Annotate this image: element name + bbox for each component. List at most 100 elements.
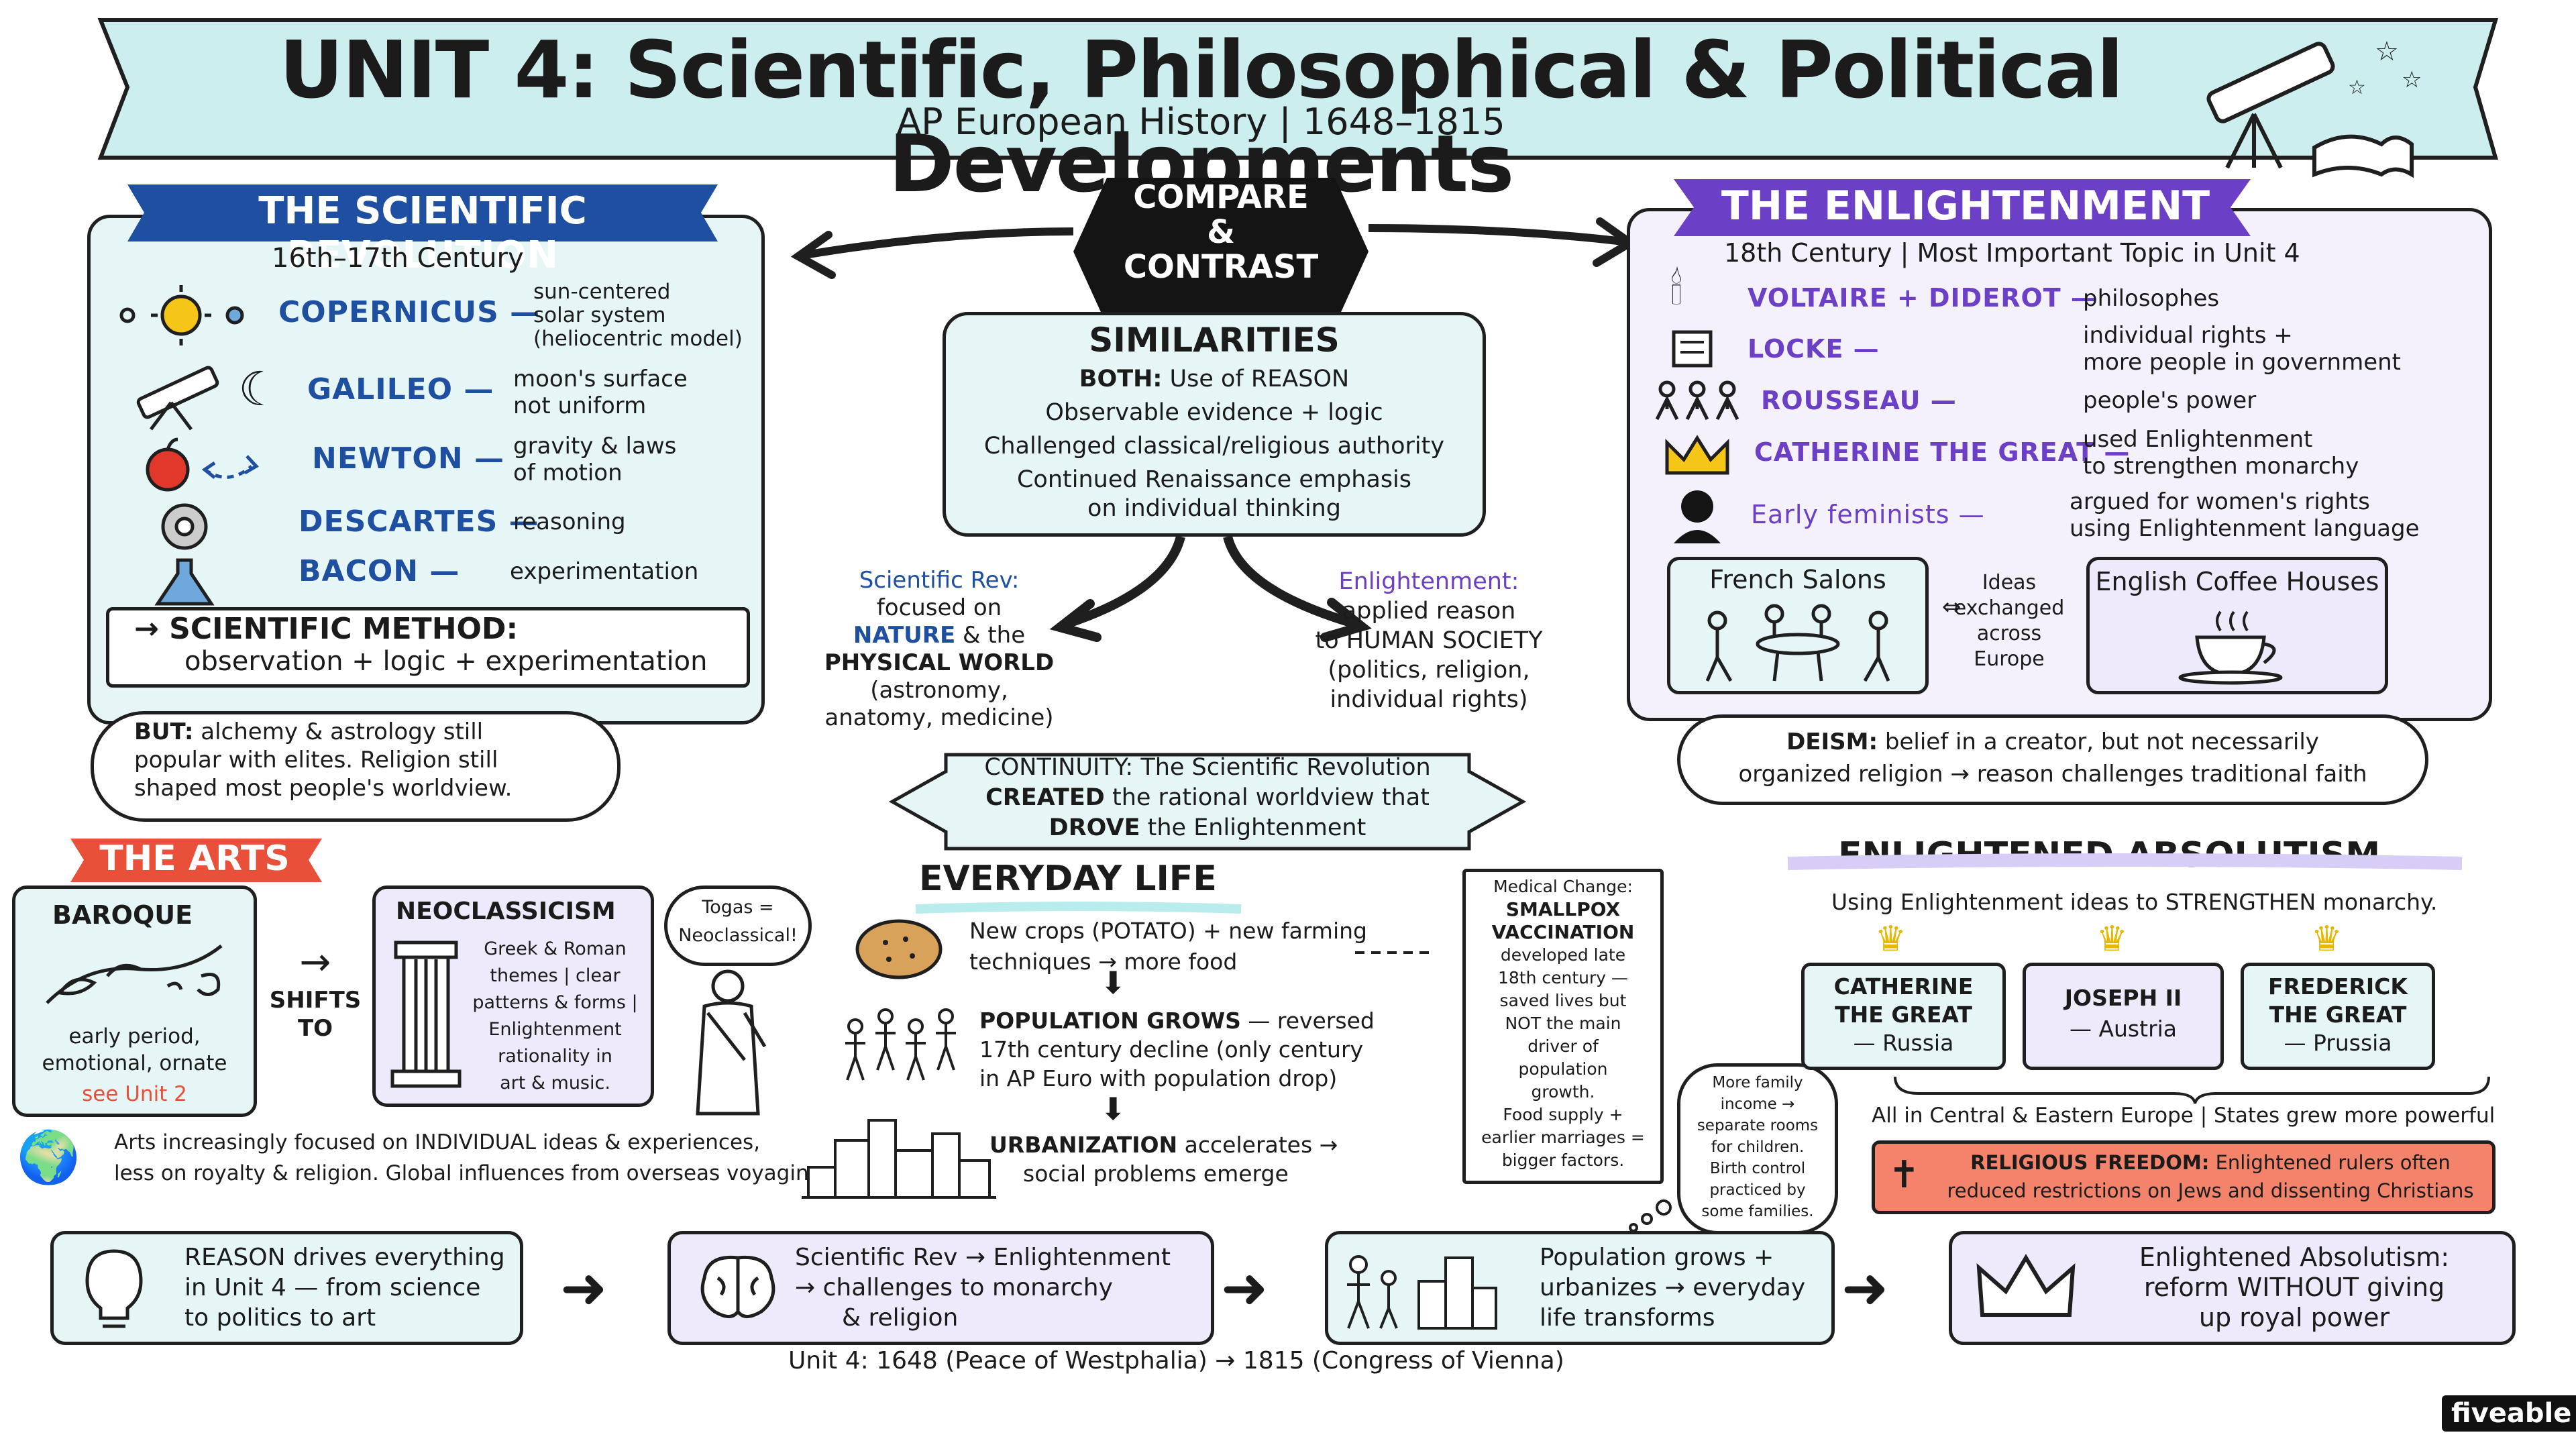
everyday-title: EVERYDAY LIFE	[919, 859, 1217, 899]
catherine-name: CATHERINE THE GREAT —	[1754, 437, 2131, 467]
family-text: More family income → separate rooms for …	[1697, 1074, 1819, 1220]
globe-icon: 🌍	[17, 1127, 80, 1187]
ruler-catherine-box	[1801, 963, 2006, 1070]
telescope-icon	[136, 366, 219, 431]
scirev-focus: Scientific Rev: focused on NATURE & the …	[824, 567, 1055, 731]
toga-figure-icon	[696, 969, 767, 1116]
page-subtitle: AP European History | 1648–1815	[896, 101, 1505, 143]
ruler-frederick-text: FREDERICK THE GREAT — Prussia	[2268, 973, 2408, 1056]
coffee-box	[2086, 557, 2388, 694]
family-city-icon	[1347, 1255, 1497, 1330]
rulers-bracket	[1894, 1076, 2490, 1104]
baroque-title: BAROQUE	[52, 900, 193, 930]
flow-absolutism-text: Enlightened Absolutism: reform WITHOUT g…	[2139, 1242, 2450, 1332]
thought-bubbles	[1629, 1199, 1672, 1232]
flow-scirev-text: Scientific Rev → Enlightenment → challen…	[795, 1244, 1171, 1332]
newton-name: NEWTON —	[312, 441, 504, 476]
apple-icon	[146, 437, 259, 492]
population-text: POPULATION GROWS — reversed 17th century…	[979, 1008, 1375, 1091]
cross-icon: ✝	[1888, 1153, 1920, 1197]
timeline-caption: Unit 4: 1648 (Peace of Westphalia) → 181…	[788, 1347, 1564, 1375]
enl-ribbon	[1674, 179, 2251, 236]
flow-population-text: Population grows + urbanizes → everyday …	[1540, 1244, 1806, 1332]
rousseau-name: ROUSSEAU —	[1761, 386, 1957, 415]
page-title: UNIT 4: Scientific, Philosophical & Poli…	[279, 23, 2123, 210]
but-note: BUT: alchemy & astrology still popular w…	[134, 718, 513, 802]
rousseau-desc: people's power	[2083, 387, 2257, 414]
absolutism-subtitle: Using Enlightenment ideas to STRENGTHEN …	[1831, 889, 2438, 915]
sun-icon	[119, 285, 244, 345]
galileo-desc: moon's surface not uniform	[513, 366, 688, 419]
population-icon	[845, 1008, 956, 1081]
city-icon	[802, 1119, 996, 1199]
down-arrow-1: ⬇	[1100, 965, 1126, 1001]
scientific-method-box	[106, 607, 750, 688]
but-cloud	[91, 711, 621, 822]
enl-focus: Enlightenment: applied reason to HUMAN S…	[1315, 568, 1543, 713]
absolutism-note: All in Central & Eastern Europe | States…	[1872, 1104, 2496, 1128]
urbanization-text: URBANIZATION accelerates → social proble…	[989, 1132, 1338, 1187]
family-cloud	[1677, 1063, 1838, 1234]
candle-icon: 🕯	[1670, 265, 1683, 315]
absolutism-underline	[1787, 853, 2463, 870]
gear-flask-icon	[154, 503, 215, 606]
copernicus-name: COPERNICUS —	[278, 295, 541, 329]
baroque-box	[12, 885, 257, 1117]
salon-people-icon	[1705, 604, 1890, 682]
locke-desc: individual rights + more people in gover…	[2083, 322, 2402, 376]
ruler-frederick-box	[2241, 963, 2435, 1070]
toga-bubble-text: Togas = Neoclassical!	[678, 897, 798, 946]
feminists-desc: argued for women's rights using Enlighte…	[2070, 488, 2420, 542]
toga-bubble	[664, 885, 812, 966]
baroque-ornament-icon	[46, 945, 223, 1004]
arrow-left	[790, 227, 1074, 279]
down-arrow-2: ⬇	[1100, 1091, 1126, 1127]
neoclassicism-desc: Greek & Roman themes | clear patterns & …	[472, 938, 638, 1093]
crown-1-icon: ♛	[1875, 919, 1907, 959]
scientific-method-desc: observation + logic + experimentation	[184, 646, 708, 677]
compare-diamond	[1073, 178, 1368, 325]
scirev-ribbon-label: THE SCIENTIFIC REVOLUTION	[258, 189, 587, 277]
salons-label: French Salons	[1709, 565, 1886, 594]
religious-freedom-text: RELIGIOUS FREEDOM: Enlightened rulers of…	[1947, 1151, 2474, 1202]
scirev-ribbon	[127, 184, 718, 241]
feminists-name: Early feminists —	[1751, 500, 1985, 529]
moon-icon: ☾	[238, 362, 280, 417]
ruler-joseph-text: JOSEPH II — Austria	[2064, 985, 2182, 1042]
flow-reason-text: REASON drives everything in Unit 4 — fro…	[184, 1244, 505, 1332]
crown-2-icon: ♛	[2096, 919, 2128, 959]
baroque-desc: early period, emotional, ornate see Unit…	[42, 1024, 227, 1106]
arts-ribbon-label: THE ARTS	[99, 839, 290, 879]
voltaire-name: VOLTAIRE + DIDEROT —	[1748, 283, 2097, 313]
compare-label: COMPARE & CONTRAST	[1123, 178, 1319, 286]
header-banner	[97, 18, 2499, 160]
continuity-banner	[888, 753, 1527, 851]
scirev-period: 16th–17th Century	[272, 243, 524, 274]
woman-silhouette-icon	[1674, 490, 1721, 543]
crown-icon	[1665, 435, 1729, 475]
similarities-title: SIMILARITIES	[1089, 321, 1340, 360]
descartes-desc: reasoning	[513, 508, 626, 535]
lightbulb-icon	[85, 1249, 143, 1328]
enl-ribbon-label: THE ENLIGHTENMENT	[1721, 182, 2210, 229]
newton-desc: gravity & laws of motion	[513, 433, 677, 486]
telescope-book-icon: ☆ ☆ ☆	[2206, 36, 2422, 178]
people-icon	[1655, 380, 1739, 421]
arrow-right	[1368, 217, 1638, 267]
medical-text: Medical Change: SMALLPOX VACCINATION dev…	[1481, 877, 1645, 1170]
similarities-body: BOTH: Use of REASON Observable evidence …	[983, 366, 1445, 522]
ruler-joseph-box	[2023, 963, 2224, 1070]
ideas-exchanged: Ideas exchanged across Europe	[1953, 571, 2065, 671]
crown-3-icon: ♛	[2311, 919, 2343, 959]
flow-arrow-2: ➜	[1221, 1255, 1269, 1321]
shifts-arrow: → SHIFTS TO	[269, 941, 362, 1042]
neoclassicism-title: NEOCLASSICISM	[396, 898, 616, 925]
potato-icon	[855, 919, 943, 979]
ruler-catherine-text: CATHERINE THE GREAT — Russia	[1833, 973, 1974, 1056]
coffee-label: English Coffee Houses	[2095, 567, 2379, 596]
flow-box-population	[1325, 1231, 1835, 1345]
medical-box	[1462, 869, 1664, 1184]
bacon-name: BACON —	[299, 554, 460, 588]
continuity-text: CONTINUITY: The Scientific Revolution CR…	[984, 754, 1431, 841]
flow-arrow-1: ➜	[560, 1255, 608, 1321]
